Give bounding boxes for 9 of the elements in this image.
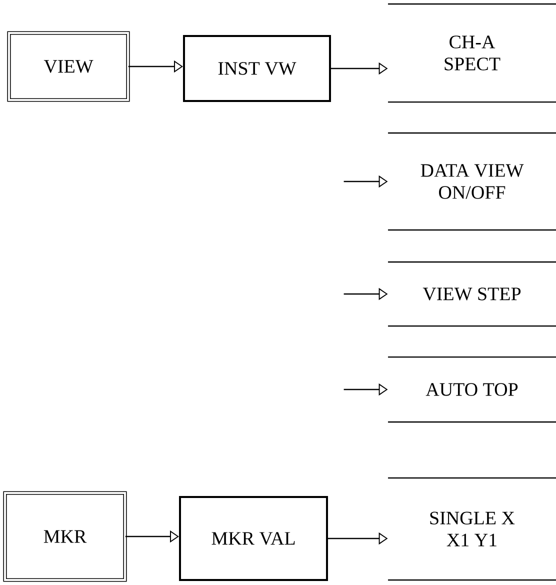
- softkey-label: AUTO TOP: [388, 356, 556, 423]
- softkey-label: DATA VIEW ON/OFF: [388, 132, 556, 231]
- menu-box: INST VW: [183, 35, 331, 102]
- menu-box: MKR VAL: [179, 496, 328, 581]
- softkey-label: CH-A SPECT: [388, 3, 556, 103]
- softkey-label: SINGLE X X1 Y1: [388, 477, 556, 581]
- softkey-label: VIEW STEP: [388, 261, 556, 327]
- key-box: MKR: [3, 491, 127, 582]
- key-box: VIEW: [7, 31, 130, 102]
